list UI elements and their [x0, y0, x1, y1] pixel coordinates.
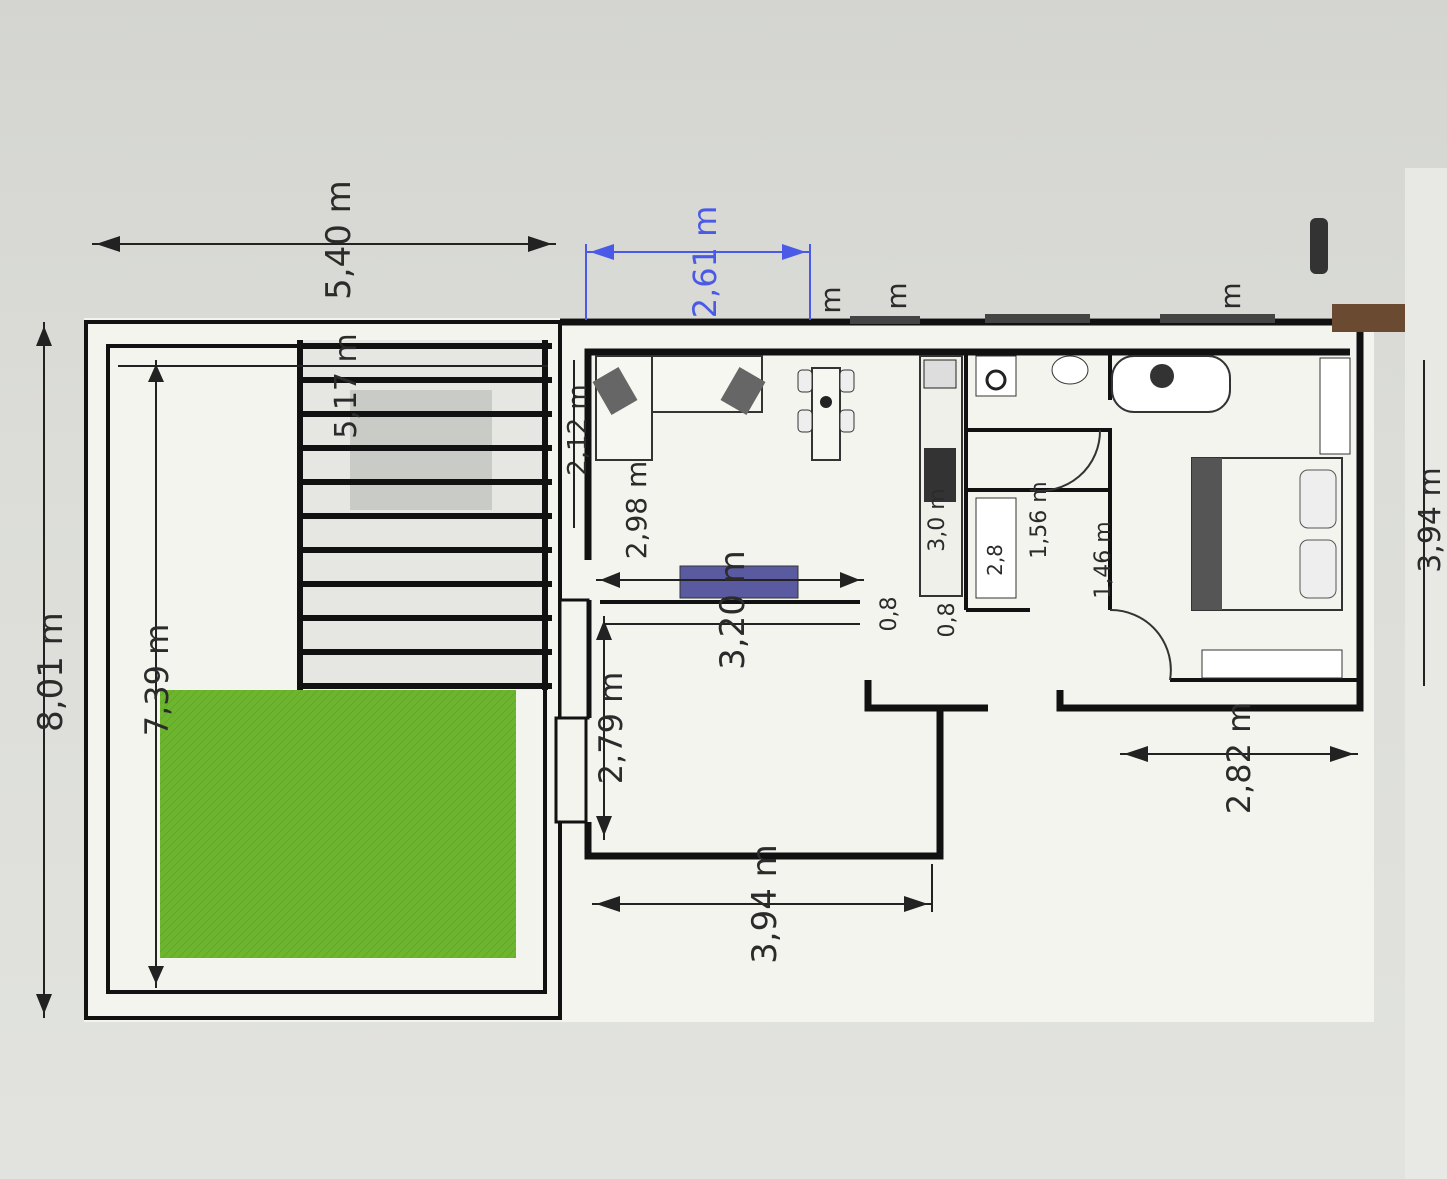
dim-overall-width: 5,40 m	[319, 180, 359, 300]
door-handle-icon	[1332, 304, 1412, 332]
scrollbar-handle[interactable]	[1310, 218, 1328, 274]
top-windows	[850, 314, 1275, 324]
kitchen-counter[interactable]	[919, 355, 963, 597]
dim-bedroom-length: 3,94 m	[1413, 467, 1447, 573]
bed[interactable]	[1191, 357, 1351, 679]
dim-wc-a: 2,8	[983, 544, 1007, 576]
dim-bottom-room-width: 3,94 m	[745, 844, 785, 964]
dim-small-m2: m	[880, 282, 913, 309]
dim-bath-c: 1,46 m	[1091, 521, 1116, 598]
terrace-outer-wall	[84, 320, 562, 1020]
side-panel	[1405, 168, 1447, 1179]
dim-hall-b: 0,8	[935, 603, 960, 638]
dim-inner-height: 7,39 m	[138, 624, 176, 737]
rug[interactable]	[679, 565, 799, 599]
dim-living-small: 2,12 m	[563, 384, 593, 475]
dim-small-m1: m	[814, 286, 847, 313]
dim-small-m3: m	[1214, 282, 1247, 309]
dim-selected[interactable]: 2,61 m	[686, 206, 724, 319]
dim-living-depth: 2,98 m	[620, 461, 653, 560]
dim-bath-a: 3,0 m	[925, 488, 950, 551]
dim-living-width: 3,20 m	[713, 550, 753, 670]
dim-balcony-width: 5,17 m	[329, 333, 364, 439]
window-left	[554, 716, 588, 824]
dim-bath-b: 1,56 m	[1027, 481, 1052, 558]
dining-table[interactable]	[797, 367, 855, 461]
dim-bedroom-width: 2,82 m	[1220, 702, 1258, 815]
sofa-group[interactable]	[592, 355, 766, 461]
bathroom-fixtures[interactable]	[975, 355, 1231, 681]
pergola-deck	[297, 340, 552, 690]
dim-overall-height: 8,01 m	[31, 612, 71, 732]
wall-opening-upper	[558, 598, 590, 720]
dim-bottom-room-depth: 2,79 m	[592, 672, 630, 785]
dim-hall-a: 0,8	[877, 597, 902, 632]
